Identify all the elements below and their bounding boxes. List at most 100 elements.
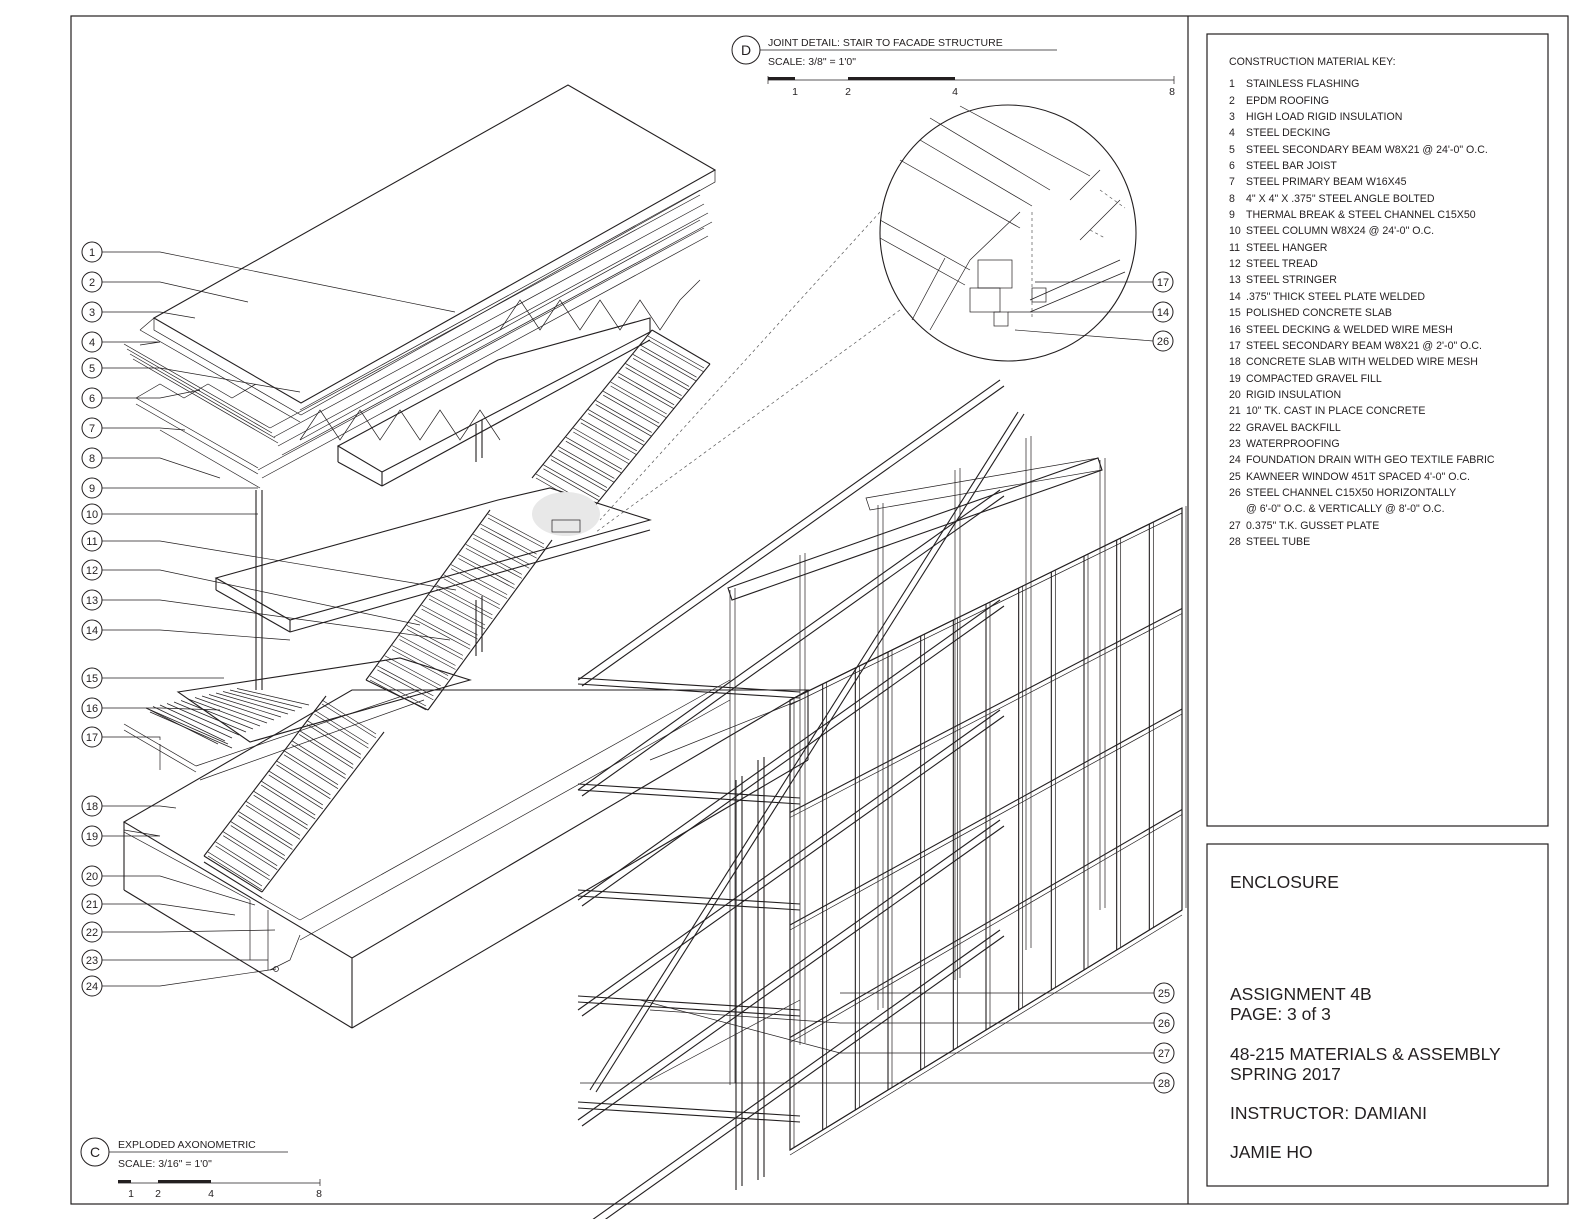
detail-c-tick-1: 1 — [128, 1188, 134, 1200]
callout-bubbles: 1234567891011121314151617181920212223241… — [81, 241, 1175, 1094]
material-key-text: THERMAL BREAK & STEEL CHANNEL C15X50 — [1246, 209, 1476, 222]
callout-number: 5 — [89, 363, 95, 375]
detail-c-tick-2: 2 — [155, 1188, 161, 1200]
callout-number: 23 — [86, 955, 98, 967]
material-key-text: STEEL DECKING — [1246, 127, 1331, 140]
upper-landing — [336, 317, 651, 487]
material-key-number: 20 — [1229, 388, 1241, 401]
callout-leader — [649, 1009, 1154, 1024]
material-key-text: STEEL PRIMARY BEAM W16X45 — [1246, 176, 1407, 189]
material-key-text: CONCRETE SLAB WITH WELDED WIRE MESH — [1246, 356, 1478, 369]
callout-bubble — [81, 667, 103, 689]
callout-number: 9 — [89, 483, 95, 495]
callout-leaders — [102, 251, 1154, 1084]
callout-bubble — [81, 795, 103, 817]
callout-number: 14 — [86, 625, 98, 637]
callout-leader — [102, 569, 421, 626]
callout-bubble — [81, 301, 103, 323]
material-key-number: 11 — [1229, 241, 1240, 254]
callout-number: 12 — [86, 565, 98, 577]
material-key-text: STEEL BAR JOIST — [1246, 160, 1337, 173]
material-key-text: KAWNEER WINDOW 451T SPACED 4'-0" O.C. — [1246, 470, 1470, 483]
title-block-box — [1206, 843, 1549, 1187]
callout-number: 24 — [86, 981, 98, 993]
joint-detail-circle — [879, 104, 1137, 362]
material-key-number: 22 — [1229, 421, 1241, 434]
callout-bubble — [81, 241, 103, 263]
material-key-text: GRAVEL BACKFILL — [1246, 421, 1341, 434]
material-key-number — [1229, 501, 1246, 517]
facade-callout-bubble — [1153, 1072, 1175, 1094]
callout-bubble — [81, 387, 103, 409]
callout-number: 6 — [89, 393, 95, 405]
callout-leader — [102, 389, 201, 399]
detail-d-tick-1: 1 — [792, 86, 798, 98]
material-key-number: 23 — [1229, 437, 1241, 450]
material-key-text: STEEL TREAD — [1246, 258, 1318, 271]
material-key-text: 10" TK. CAST IN PLACE CONCRETE — [1246, 405, 1426, 418]
callout-number: 1 — [89, 247, 95, 259]
material-key-item: 7 STEEL PRIMARY BEAM W16X45 — [1229, 174, 1549, 190]
title-block-course: 48-215 MATERIALS & ASSEMBLY — [1230, 1044, 1501, 1064]
title-block-assignment: ASSIGNMENT 4B — [1230, 984, 1372, 1004]
callout-number: 17 — [86, 732, 98, 744]
callout-number: 11 — [86, 536, 97, 548]
callout-bubble — [81, 530, 103, 552]
material-key-item: 14.375" THICK STEEL PLATE WELDED — [1229, 289, 1549, 305]
material-key-text: .375" THICK STEEL PLATE WELDED — [1246, 290, 1426, 303]
material-key-number: 4 — [1229, 127, 1235, 140]
callout-bubble — [81, 271, 103, 293]
callout-leader — [102, 281, 249, 303]
callout-bubble — [81, 559, 103, 581]
material-key-text: EPDM ROOFING — [1246, 94, 1329, 107]
callout-leader — [102, 736, 161, 740]
middle-landing — [214, 487, 652, 633]
lower-landing — [123, 657, 472, 781]
material-key-number: 8 — [1229, 192, 1235, 205]
material-key-text: RIGID INSULATION — [1246, 388, 1342, 401]
callout-number: 10 — [86, 509, 98, 521]
detail-callout-bubble — [1152, 330, 1174, 352]
material-key-text: STAINLESS FLASHING — [1246, 78, 1360, 91]
material-key-text: STEEL TUBE — [1246, 535, 1311, 548]
material-key-item: 2 EPDM ROOFING — [1229, 93, 1549, 109]
detail-callout-bubble — [1152, 271, 1174, 293]
facade-callout-number: 26 — [1158, 1018, 1170, 1030]
material-key-text: STEEL DECKING & WELDED WIRE MESH — [1246, 323, 1453, 336]
detail-c-scale-bar — [118, 1179, 321, 1186]
material-key-text: STEEL SECONDARY BEAM W8X21 @ 2'-0" O.C. — [1246, 339, 1482, 352]
material-key-text: HIGH LOAD RIGID INSULATION — [1246, 111, 1403, 124]
detail-callout-number: 17 — [1157, 277, 1169, 289]
material-key-number: 17 — [1229, 339, 1241, 352]
detail-d-header: D JOINT DETAIL: STAIR TO FACADE STRUCTUR… — [731, 35, 1175, 98]
upper-stair — [531, 329, 711, 513]
callout-leader — [102, 875, 256, 906]
detail-c-tick-8: 8 — [316, 1188, 322, 1200]
material-key-number: 2 — [1229, 94, 1235, 107]
material-key-number: 7 — [1229, 176, 1235, 189]
detail-d-scale: SCALE: 3/8" = 1'0" — [768, 56, 856, 68]
callout-leader — [102, 929, 276, 933]
callout-leader — [102, 367, 301, 393]
callout-bubble — [81, 825, 103, 847]
material-key-number: 24 — [1229, 454, 1241, 467]
material-key-number: 21 — [1229, 405, 1241, 418]
callout-number: 8 — [89, 453, 95, 465]
material-key-text: 0.375" T.K. GUSSET PLATE — [1246, 519, 1380, 532]
title-block-term: SPRING 2017 — [1230, 1064, 1341, 1084]
detail-d-tick-8: 8 — [1169, 86, 1175, 98]
detail-c-header: C EXPLODED AXONOMETRIC SCALE: 3/16" = 1'… — [80, 1137, 322, 1200]
